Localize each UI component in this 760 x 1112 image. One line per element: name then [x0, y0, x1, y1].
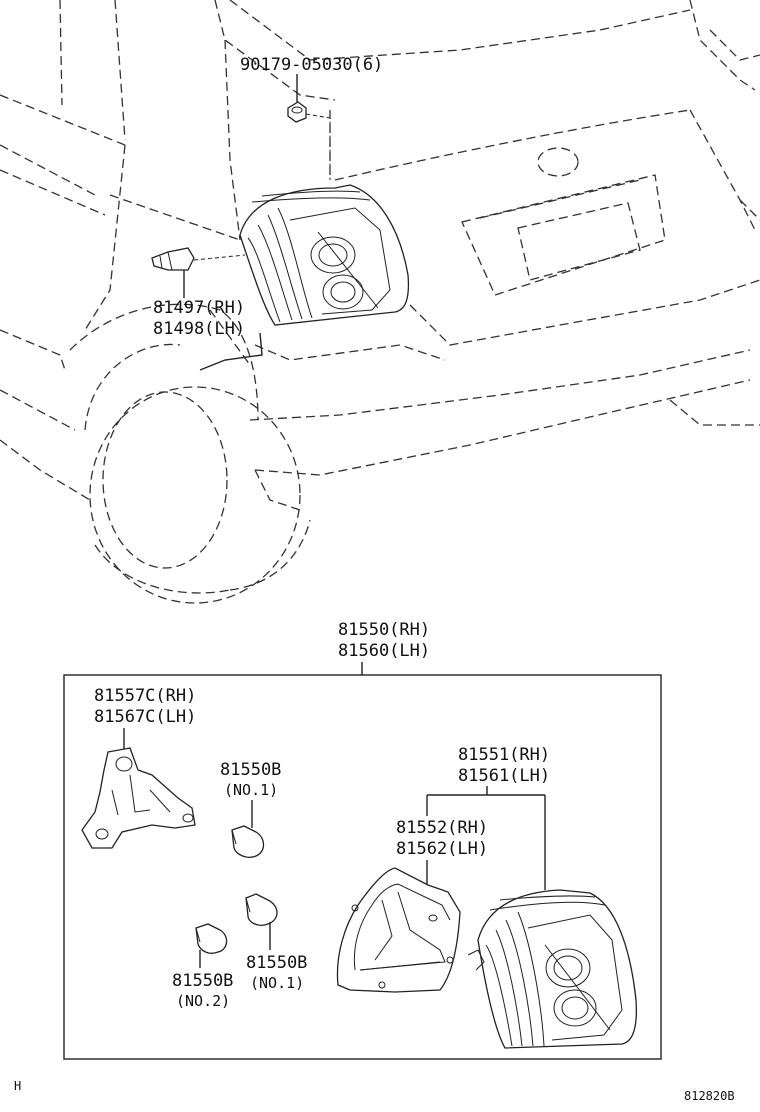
label-bulb-left: 81550B [172, 971, 233, 991]
label-bracket-rh: 81557C(RH) [94, 686, 196, 706]
lens-gasket-leader [426, 786, 546, 890]
label-assy-rh: 81550(RH) [338, 620, 430, 640]
label-socket-rh: 81497(RH) [153, 298, 245, 318]
label-bulb-right: 81550B [246, 953, 307, 973]
bulb-top [231, 825, 265, 858]
socket-81497 [151, 247, 263, 371]
lens-part [467, 889, 638, 1049]
label-bracket-lh: 81567C(LH) [94, 707, 196, 727]
assembly-box [63, 674, 662, 1060]
bulb-right [245, 893, 278, 926]
label-bulb-left-note: (NO.2) [176, 992, 230, 1010]
label-socket-lh: 81498(LH) [153, 319, 245, 339]
car-body-illustration [0, 0, 760, 604]
label-gasket-rh: 81552(RH) [396, 818, 488, 838]
label-nut: 90179-05030(6) [240, 55, 383, 75]
label-bulb-right-note: (NO.1) [250, 974, 304, 992]
bracket-part [81, 747, 196, 849]
label-gasket-lh: 81562(LH) [396, 839, 488, 859]
label-bulb-top: 81550B [220, 760, 281, 780]
footer-left-mark: H [14, 1079, 21, 1093]
label-lens-rh: 81551(RH) [458, 745, 550, 765]
label-assy-lh: 81560(LH) [338, 641, 430, 661]
label-lens-lh: 81561(LH) [458, 766, 550, 786]
gasket-part [336, 867, 461, 993]
label-bulb-top-note: (NO.1) [224, 781, 278, 799]
bulb-left [195, 923, 228, 954]
nut-90179 [287, 74, 331, 180]
tail-lamp-mounted [239, 184, 410, 326]
footer-drawing-code: 812820B [684, 1089, 735, 1103]
